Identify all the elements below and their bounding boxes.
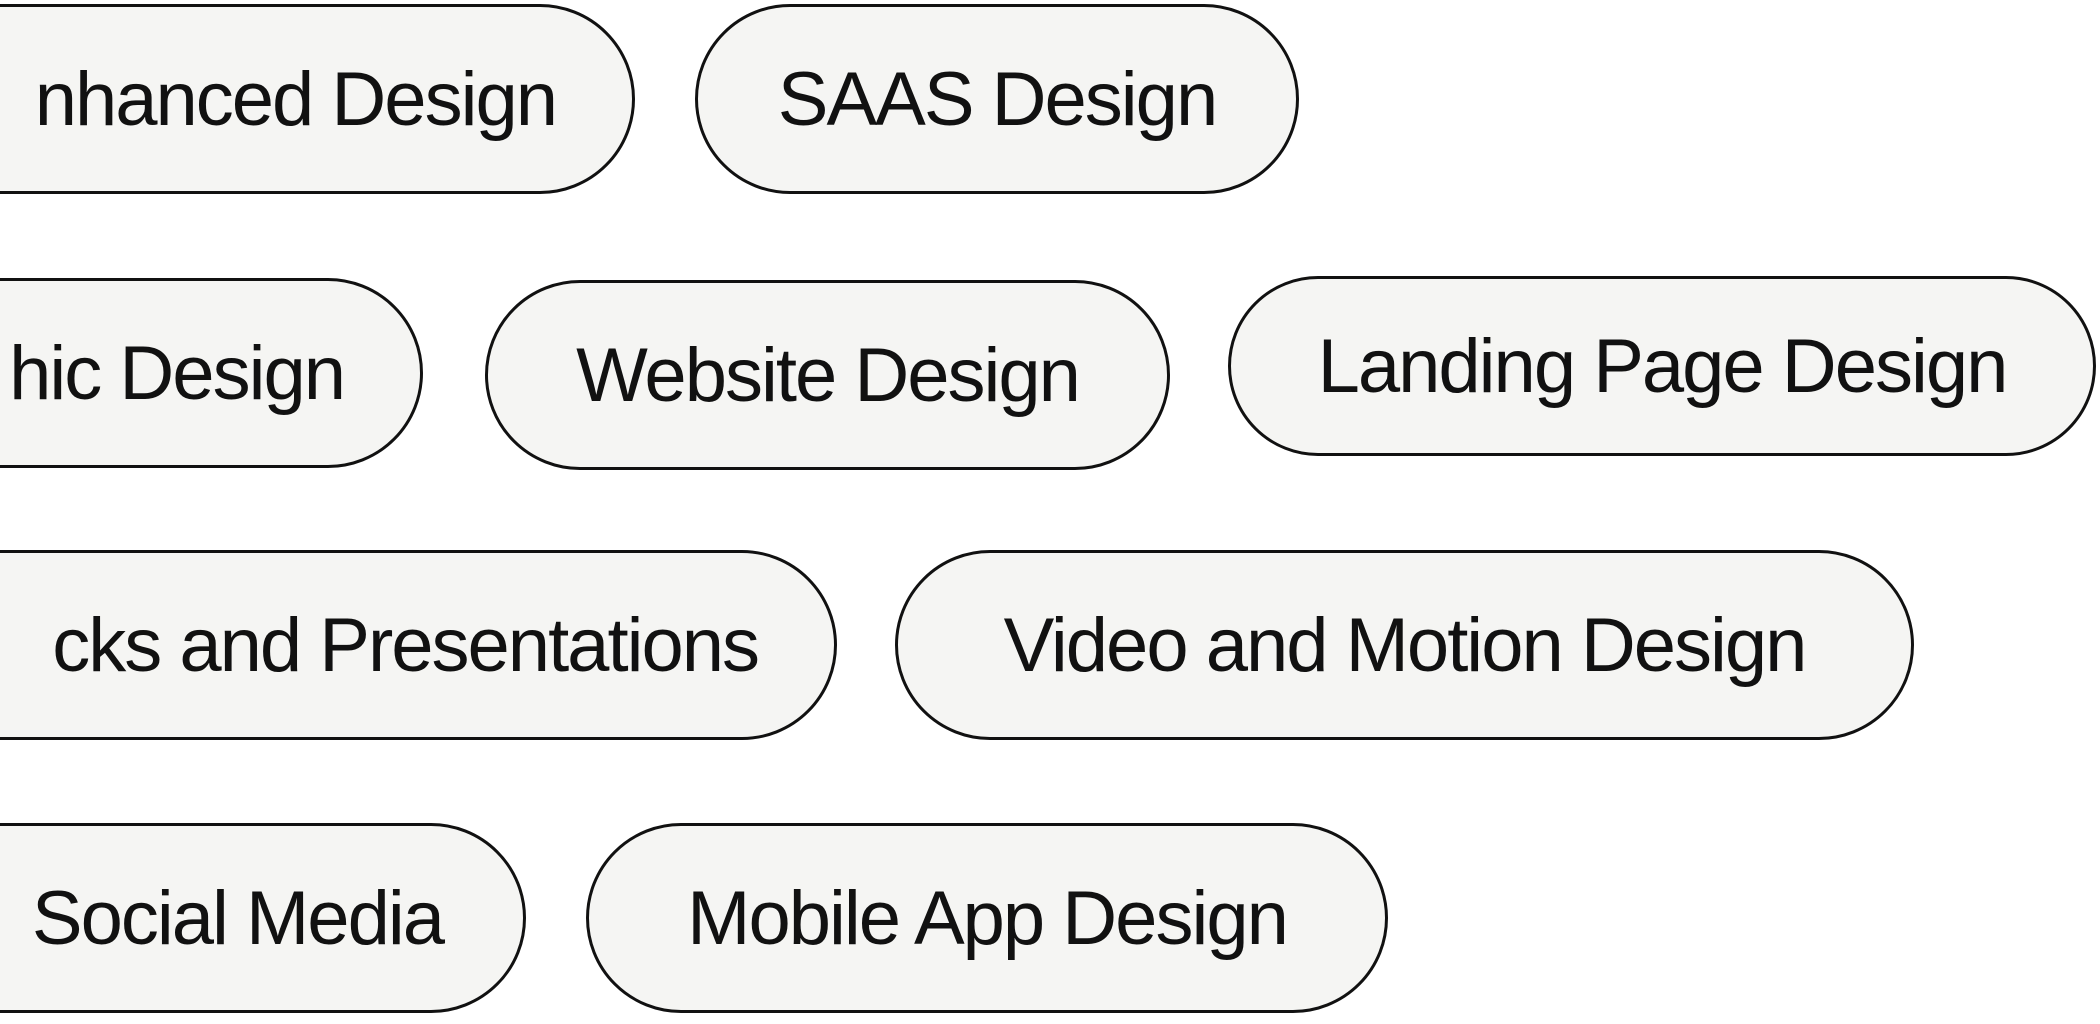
tag-label: Landing Page Design (1317, 323, 2009, 409)
tag-pill-saas-design[interactable]: SAAS Design (695, 4, 1299, 194)
tag-label: cks and Presentations (52, 602, 760, 688)
tag-pill[interactable]: hic Design (0, 278, 423, 468)
tag-pill-mobile-app-design[interactable]: Mobile App Design (586, 823, 1388, 1013)
tag-pill[interactable]: nhanced Design (0, 4, 635, 194)
tag-label: Website Design (576, 332, 1081, 418)
tag-pill-landing-page-design[interactable]: Landing Page Design (1228, 276, 2096, 456)
tag-pill-social-media[interactable]: Social Media (0, 823, 526, 1013)
tag-pill-website-design[interactable]: Website Design (485, 280, 1170, 470)
tag-pill[interactable]: cks and Presentations (0, 550, 837, 740)
tag-label: nhanced Design (34, 56, 558, 142)
tag-label: Social Media (31, 875, 445, 961)
tag-label: Mobile App Design (687, 875, 1289, 961)
tag-pill-video-motion-design[interactable]: Video and Motion Design (895, 550, 1914, 740)
tag-label: Video and Motion Design (1003, 602, 1808, 688)
tag-label: hic Design (9, 330, 346, 416)
tag-label: SAAS Design (777, 56, 1218, 142)
